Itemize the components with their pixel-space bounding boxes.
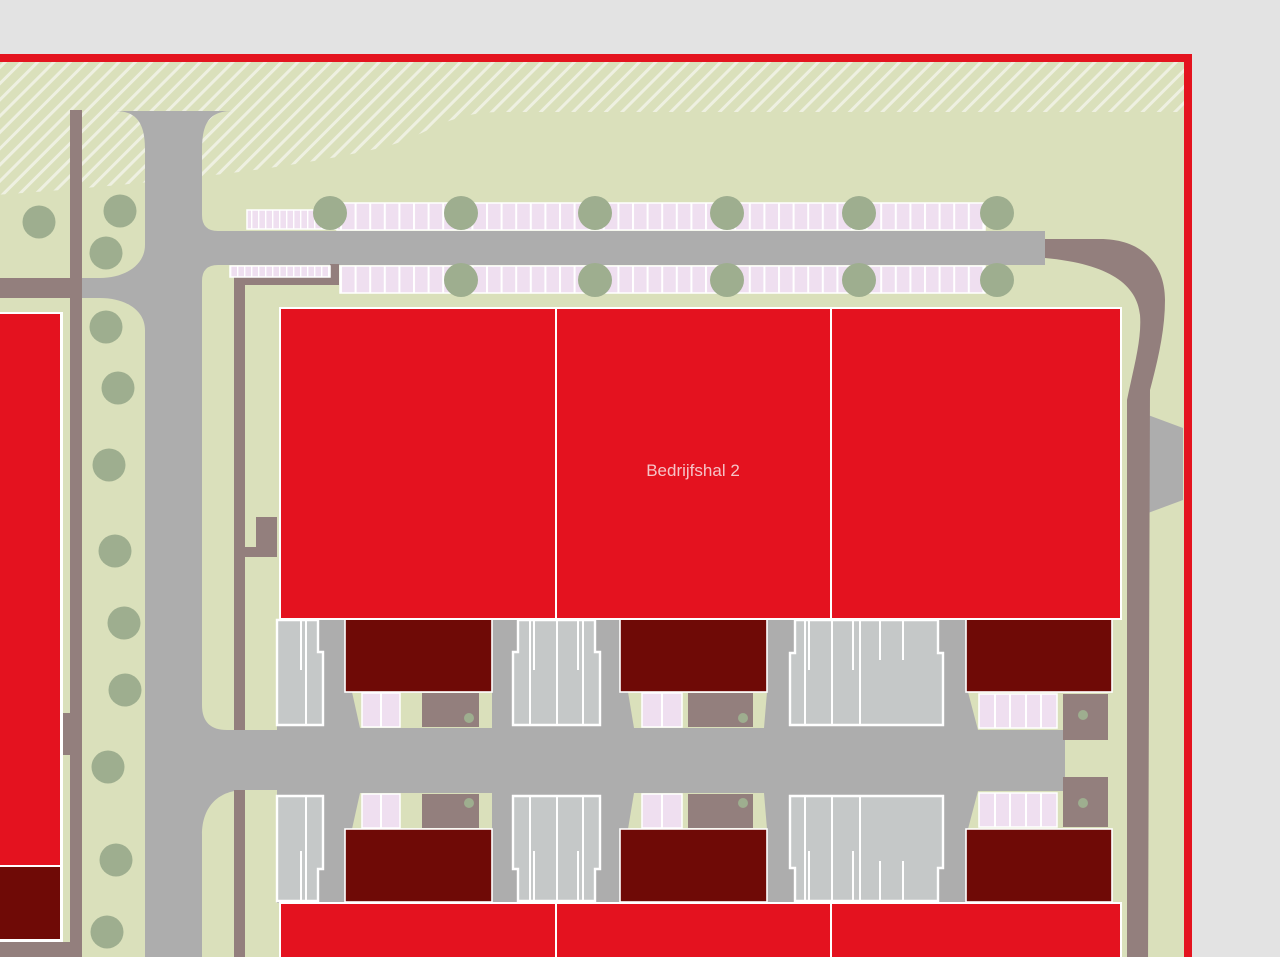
hall-2-unit-b[interactable] (557, 309, 830, 618)
parking-bay (788, 618, 945, 727)
office-unit-2c[interactable] (965, 618, 1113, 693)
main-road (82, 111, 1045, 957)
marker-dot (738, 713, 748, 723)
footpath-inner-bump-link (244, 547, 277, 557)
parking-bay (788, 794, 945, 903)
parking-stalls-south (339, 265, 986, 294)
footpath-inner-connector (330, 264, 339, 285)
tree-icon (710, 263, 744, 297)
footpath-left-vertical (70, 110, 82, 957)
marker-dot (1078, 798, 1088, 808)
tree-icon (91, 750, 125, 784)
tree-icon (90, 915, 124, 949)
parking-bay (275, 794, 325, 903)
hall-bottom[interactable] (279, 902, 1122, 957)
hall-bottom-unit-c[interactable] (832, 904, 1120, 957)
tree-icon (22, 205, 56, 239)
office-unit-2b[interactable] (619, 618, 768, 693)
office-unit-3b[interactable] (619, 828, 768, 903)
tree-icon (98, 534, 132, 568)
footpath-right-curved (1045, 239, 1165, 957)
tree-icon (444, 196, 478, 230)
hall-2-unit-c[interactable] (832, 309, 1120, 618)
tree-icon (980, 263, 1014, 297)
office-unit-2a[interactable] (344, 618, 493, 693)
tree-icon (101, 371, 135, 405)
tree-icon (108, 673, 142, 707)
office-unit-3c[interactable] (965, 828, 1113, 903)
office-unit-3a[interactable] (344, 828, 493, 903)
parking-bay (275, 618, 325, 727)
service-row-south (275, 777, 1113, 903)
marker-dot (738, 798, 748, 808)
parking-bay (511, 618, 602, 727)
parking-stalls-small-south (229, 265, 331, 278)
tree-icon (710, 196, 744, 230)
footpath-left-horizontal (0, 278, 82, 298)
footpath-inner-vertical-top (234, 276, 245, 730)
marker-dot (464, 713, 474, 723)
tree-icon (578, 263, 612, 297)
hall-left-office[interactable] (0, 867, 60, 939)
tree-icon (107, 606, 141, 640)
service-row-north (275, 618, 1113, 740)
hall-bottom-unit-b[interactable] (557, 904, 830, 957)
parking-bay (511, 794, 602, 903)
marker-dot (1078, 710, 1088, 720)
parking-stalls-north (336, 202, 986, 231)
tree-icon (313, 196, 347, 230)
tree-icon (89, 310, 123, 344)
tree-icon (99, 843, 133, 877)
parking-stalls (978, 792, 1058, 828)
hall-2-label: Bedrijfshal 2 (646, 461, 740, 480)
hall-bottom-unit-a[interactable] (281, 904, 555, 957)
tree-icon (980, 196, 1014, 230)
footpath-inner-horizontal (234, 276, 339, 285)
hall-2-unit-a[interactable] (281, 309, 555, 618)
footpath-left-bump (62, 713, 71, 755)
hatched-zone (0, 62, 1184, 195)
tree-icon (578, 196, 612, 230)
footpath-inner-vertical-bottom (234, 790, 245, 957)
marker-dot (464, 798, 474, 808)
hall-left[interactable] (0, 312, 63, 942)
parking-stalls (978, 693, 1058, 729)
tree-icon (103, 194, 137, 228)
tree-icon (842, 196, 876, 230)
footpath-left-bottom (0, 942, 82, 957)
tree-icon (92, 448, 126, 482)
hall-left-unit[interactable] (0, 314, 60, 865)
tree-icon (842, 263, 876, 297)
footpath-inner (234, 264, 339, 957)
hall-2[interactable]: Bedrijfshal 2 (279, 307, 1122, 620)
right-apron (1148, 415, 1183, 513)
tree-icon (444, 263, 478, 297)
tree-icon (89, 236, 123, 270)
trees (22, 194, 1014, 949)
